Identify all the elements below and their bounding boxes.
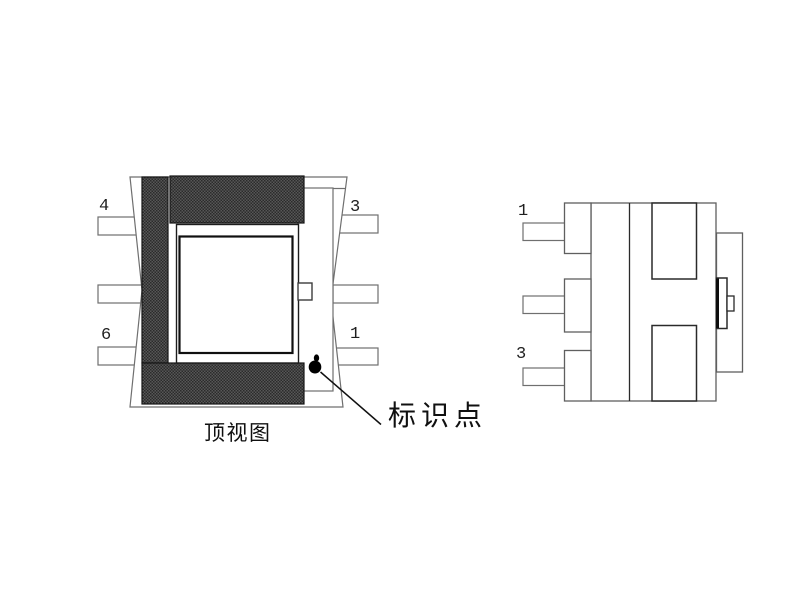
- marking-point-dot: [308, 360, 322, 374]
- core-top-bar-hatch: [169, 175, 305, 224]
- side-window-bottom: [651, 324, 698, 402]
- marking-point-nub: [313, 354, 320, 362]
- annotation-leader-line: [320, 371, 382, 426]
- marking-point-label: 标识点: [388, 400, 488, 431]
- side-view: [522, 202, 744, 402]
- top-view: [97, 175, 382, 426]
- side-standoff-top: [563, 202, 592, 255]
- side-pin-label-1: 1: [518, 202, 529, 221]
- side-boss-tab: [726, 295, 735, 312]
- side-standoff-bottom: [563, 349, 592, 402]
- bobbin-window: [178, 235, 294, 355]
- bobbin-tab: [297, 282, 313, 301]
- pin-mid-left: [97, 284, 144, 304]
- core-bottom-bar-hatch: [141, 362, 305, 405]
- side-pin-label-3: 3: [516, 345, 527, 364]
- pin-label-3: 3: [350, 198, 361, 217]
- pin-label-6: 6: [101, 326, 112, 345]
- side-pin-mid: [522, 295, 566, 315]
- side-pin-1: [522, 222, 566, 242]
- pin-label-4: 4: [99, 197, 110, 216]
- pin-1: [332, 347, 379, 366]
- pin-mid-right: [332, 284, 379, 304]
- side-window-top: [651, 202, 698, 280]
- pin-label-1: 1: [350, 325, 361, 344]
- side-standoff-middle: [563, 278, 592, 333]
- core-left-bar-hatch: [141, 176, 169, 364]
- side-pin-3: [522, 367, 566, 387]
- top-view-caption: 顶视图: [204, 422, 272, 445]
